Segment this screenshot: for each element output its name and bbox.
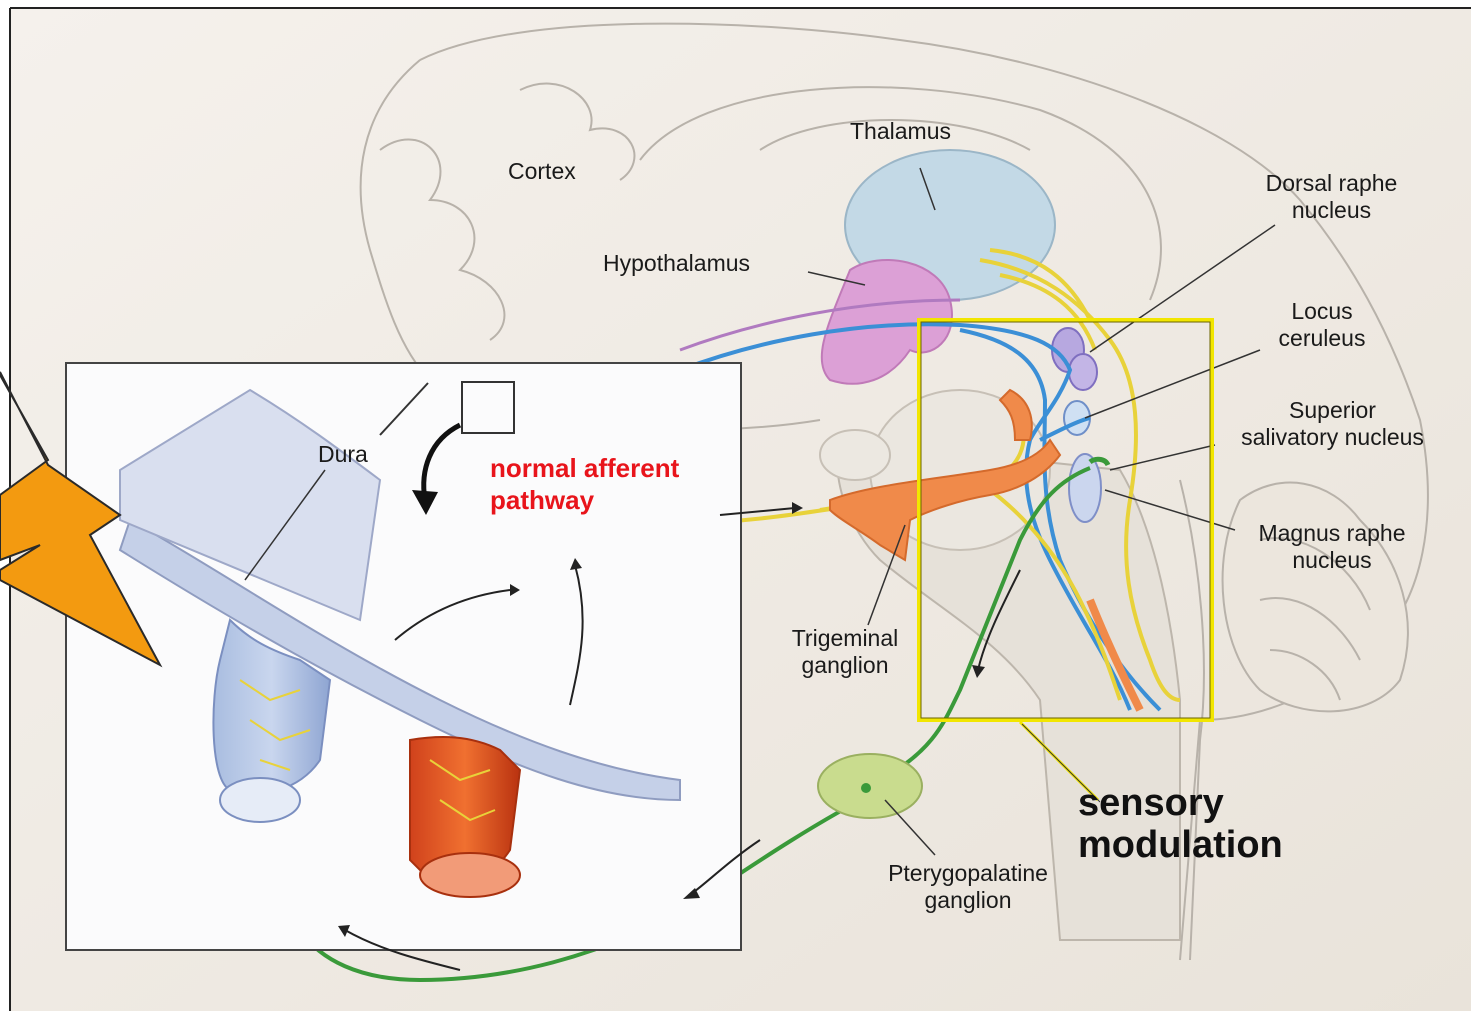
magnus-raphe-shape	[1069, 454, 1101, 522]
label-trigeminal-ganglion: Trigeminal ganglion	[770, 625, 920, 679]
label-dorsal-raphe-line1: Dorsal raphe	[1244, 170, 1419, 197]
label-superior-salivatory-line2: salivatory nucleus	[1210, 424, 1455, 451]
label-normal-afferent-line2: pathway	[490, 484, 679, 516]
label-sensory-modulation: sensory modulation	[1078, 782, 1283, 866]
label-trigeminal-ganglion-line2: ganglion	[770, 652, 920, 679]
label-superior-salivatory: Superior salivatory nucleus	[1210, 397, 1455, 451]
label-locus-ceruleus-line1: Locus	[1262, 298, 1382, 325]
vein-opening	[220, 778, 300, 822]
label-magnus-raphe: Magnus raphe nucleus	[1232, 520, 1432, 574]
label-magnus-raphe-line2: nucleus	[1232, 547, 1432, 574]
label-normal-afferent-pathway: normal afferent pathway	[490, 452, 679, 516]
label-sensory-modulation-line2: modulation	[1078, 824, 1283, 866]
label-cortex: Cortex	[508, 158, 576, 185]
label-pterygopalatine-ganglion-line2: ganglion	[858, 887, 1078, 914]
label-pterygopalatine-ganglion-line1: Pterygopalatine	[858, 860, 1078, 887]
label-locus-ceruleus: Locus ceruleus	[1262, 298, 1382, 352]
label-normal-afferent-line1: normal afferent	[490, 452, 679, 484]
label-trigeminal-ganglion-line1: Trigeminal	[770, 625, 920, 652]
label-pterygopalatine-ganglion: Pterygopalatine ganglion	[858, 860, 1078, 914]
label-dura: Dura	[318, 441, 368, 468]
ganglion-core	[861, 783, 871, 793]
label-thalamus: Thalamus	[850, 118, 951, 145]
label-locus-ceruleus-line2: ceruleus	[1262, 325, 1382, 352]
label-dorsal-raphe-line2: nucleus	[1244, 197, 1419, 224]
label-dorsal-raphe: Dorsal raphe nucleus	[1244, 170, 1419, 224]
pituitary	[820, 430, 890, 480]
label-magnus-raphe-line1: Magnus raphe	[1232, 520, 1432, 547]
label-superior-salivatory-line1: Superior	[1210, 397, 1455, 424]
dorsal-raphe-nucleus-lower-shape	[1069, 354, 1097, 390]
label-sensory-modulation-line1: sensory	[1078, 782, 1283, 824]
artery-opening	[420, 853, 520, 897]
label-hypothalamus: Hypothalamus	[603, 250, 750, 277]
